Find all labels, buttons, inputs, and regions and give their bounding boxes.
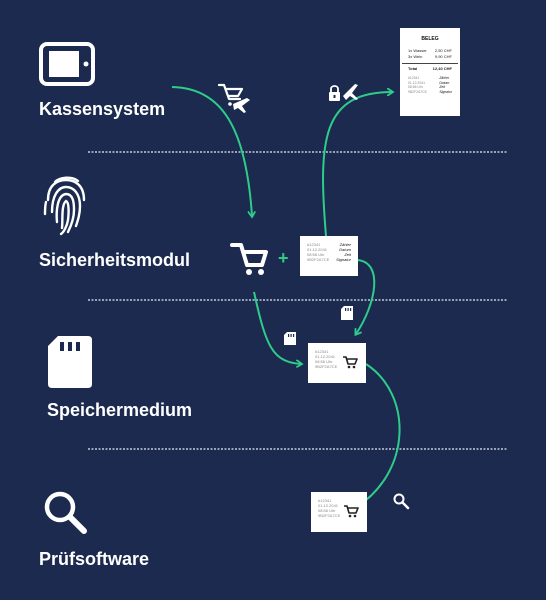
receipt-item-row: 1x Wasser 2,50 CHF — [408, 48, 452, 53]
small-sd-card-icon-2 — [341, 306, 353, 320]
ticket-cart-icon — [344, 505, 359, 518]
small-magnifier-icon — [393, 493, 410, 510]
layer-label-pruefsoftware: Prüfsoftware — [39, 549, 150, 569]
layer-label-sicherheitsmodul: Sicherheitsmodul — [39, 250, 191, 270]
receipt-beleg: BELEG 1x Wasser 2,50 CHF 3x Wein 9,90 CH… — [402, 30, 458, 114]
receipt-footer: #12341 01.12.2041 08:56 Uhr 9B2F2A7CE Zä… — [408, 76, 452, 94]
shopping-cart-icon — [230, 243, 268, 275]
arrow-storage-to-pruefsoftware — [358, 363, 401, 506]
receipt-title: BELEG — [421, 36, 439, 42]
layer-label-speichermedium: Speichermedium — [47, 400, 193, 420]
arrow-ticket-to-storage — [356, 259, 376, 334]
plus-sign: + — [278, 248, 289, 268]
receipt-item-row: 3x Wein 9,90 CHF — [408, 54, 452, 59]
magnifier-icon — [44, 491, 87, 534]
audited-ticket: #12341 01.12.2041 08:56 Uhr 9B2F2A7CE — [313, 494, 365, 530]
lock-plane-icon — [329, 84, 358, 101]
arrow-cart-to-storage — [253, 291, 301, 364]
sd-card-icon — [48, 336, 92, 388]
small-sd-card-icon — [284, 332, 296, 345]
cart-plane-icon — [217, 83, 250, 113]
layer-label-kassensystem: Kassensystem — [39, 99, 166, 119]
ticket-cart-icon — [343, 356, 358, 369]
receipt-total-row: Total 12,40 CHF — [402, 63, 458, 72]
stored-ticket: #12341 01.12.2041 08:56 Uhr 9B2F2A7CE — [310, 345, 364, 381]
tablet-icon — [39, 42, 95, 86]
arrow-ticket-to-receipt — [322, 92, 392, 237]
fingerprint-icon — [43, 176, 86, 236]
arrow-kassensystem-to-cart — [171, 86, 252, 216]
